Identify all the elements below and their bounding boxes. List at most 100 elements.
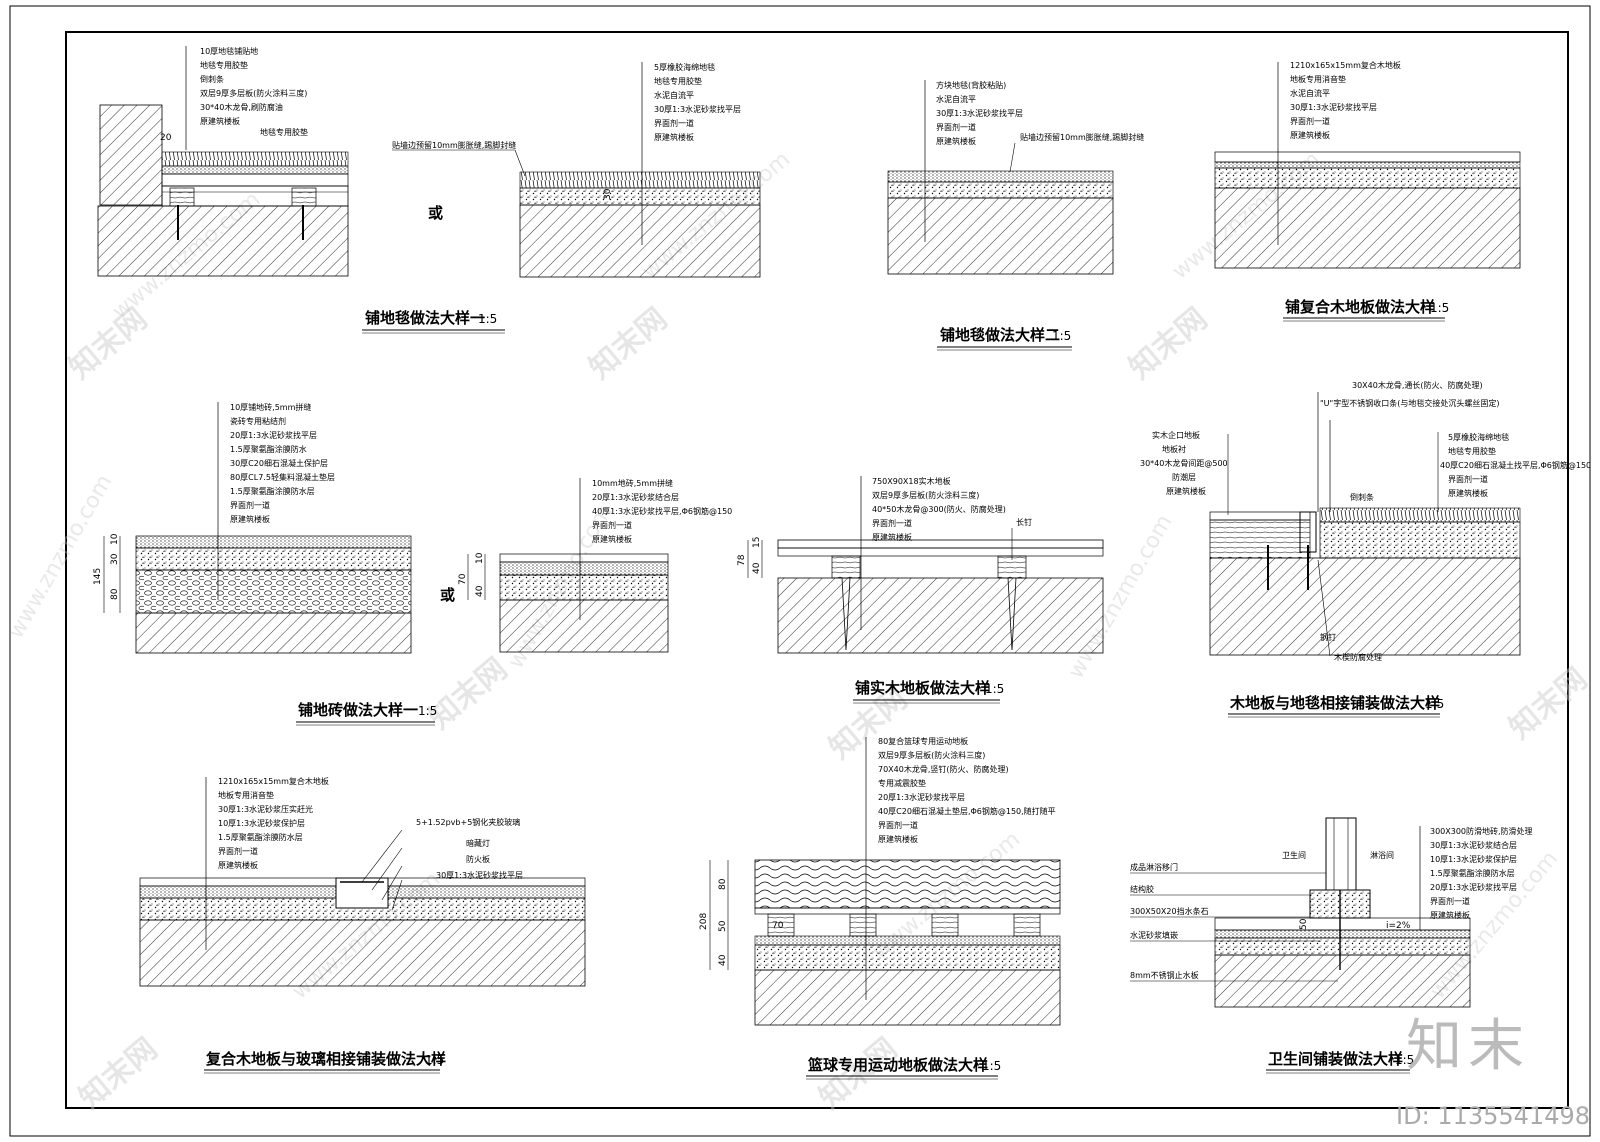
tile-carpet <box>887 170 1114 183</box>
dim: 15 <box>752 537 762 548</box>
note: 70X40木龙骨,竖钉(防火、防腐处理) <box>878 764 1009 774</box>
note: 原建筑楼板 <box>1290 130 1330 140</box>
dim: 10 <box>110 533 120 545</box>
door-frame <box>1325 817 1357 891</box>
note: 长钉 <box>1016 517 1032 527</box>
note: 防潮层 <box>1172 472 1196 482</box>
bed <box>499 561 669 576</box>
note: 界面剂一道 <box>1290 116 1330 126</box>
carpet <box>1319 507 1521 523</box>
sleeper <box>767 913 795 937</box>
note: 钢钉 <box>1320 632 1336 642</box>
note: 地毯专用胶垫 <box>1448 446 1496 456</box>
note: 瓷砖专用粘结剂 <box>230 416 286 426</box>
detail-title: 铺地毯做法大样一 <box>365 309 485 327</box>
slab-hatch <box>135 612 412 654</box>
note: 专用减震胶垫 <box>878 778 926 788</box>
note: 原建筑楼板 <box>1430 910 1470 920</box>
detail-floor-tile-2: 10mm地砖,5mm拼缝 20厚1:3水泥砂浆结合层 40厚1:3水泥砂浆找平层… <box>458 478 732 653</box>
slab-hatch <box>887 197 1114 275</box>
watermark-cn: 知末网 <box>423 651 514 736</box>
sleeper <box>931 913 959 937</box>
note: 双层9厚多层板(防火涂料三度) <box>878 750 985 760</box>
dim: 70 <box>772 921 784 931</box>
detail-basketball-floor: 80复合篮球专用运动地板 双层9厚多层板(防火涂料三度) 70X40木龙骨,竖钉… <box>699 736 1061 1080</box>
carpet-layer <box>161 151 349 167</box>
waterproof <box>1214 929 1471 939</box>
detail-laminate-glass: 1210x165x15mm复合木地板 地板专用消音垫 30厚1:3水泥砂浆压实赶… <box>139 776 586 1074</box>
slab-hatch <box>499 599 669 653</box>
slab-hatch <box>97 205 349 277</box>
note: 界面剂一道 <box>872 518 912 528</box>
note: 双层9厚多层板(防火涂料三度) <box>872 490 979 500</box>
note: 30厚C20细石混凝土保护层 <box>230 458 328 468</box>
callouts: 10厚地毯铺贴地 地毯专用胶垫 倒刺条 双层9厚多层板(防火涂料三度) 30*4… <box>160 46 308 143</box>
note: 30厚1:3水泥砂浆找平层 <box>1290 102 1377 112</box>
note: 1.5厚聚氨酯涂膜防水层 <box>1430 868 1515 878</box>
note: 20厚1:3水泥砂浆结合层 <box>592 492 679 502</box>
note: 成品淋浴移门 <box>1130 862 1178 872</box>
note: 原建筑楼板 <box>872 532 912 542</box>
note: 5+1.52pvb+5钢化夹胶玻璃 <box>416 817 520 827</box>
note: 80厚CL7.5轻集料混凝土垫层 <box>230 472 335 482</box>
batten <box>169 187 195 207</box>
slab-hatch <box>777 577 1104 654</box>
note: 界面剂一道 <box>1430 896 1470 906</box>
dim: 40 <box>718 954 728 966</box>
detail-scale: 1:5 <box>1395 1053 1414 1067</box>
note: 方块地毯(背胶粘贴) <box>936 80 1006 90</box>
note: 原建筑楼板 <box>1448 488 1488 498</box>
note: 倒刺条 <box>200 74 224 84</box>
wood-floor <box>1209 511 1311 521</box>
watermark-cn: 知末网 <box>63 301 154 386</box>
carpet <box>519 171 761 189</box>
note: 倒刺条 <box>1350 492 1374 502</box>
detail-laminate: 1210x165x15mm复合木地板 地板专用消音垫 水泥自流平 30厚1:3水… <box>1214 60 1521 322</box>
wood-floor <box>777 539 1104 549</box>
note: 结构胶 <box>1130 884 1154 894</box>
note: 80复合篮球专用运动地板 <box>878 736 968 746</box>
dim: 10 <box>475 552 485 564</box>
detail-solid-wood: 750X90X18实木地板 双层9厚多层板(防火涂料三度) 40*50木龙骨@3… <box>737 476 1104 704</box>
laminate-board <box>1214 151 1521 163</box>
note: 30*40木龙骨间距@500 <box>1140 458 1228 468</box>
note: 实木企口地板 <box>1152 430 1200 440</box>
detail-floor-tile-1: 10厚铺地砖,5mm拼缝 瓷砖专用粘结剂 20厚1:3水泥砂浆找平层 1.5厚聚… <box>93 402 437 726</box>
dim: 30 <box>603 188 613 200</box>
anchor <box>1007 577 1017 651</box>
note: 界面剂一道 <box>218 846 258 856</box>
note: 20厚1:3水泥砂浆找平层 <box>1430 882 1517 892</box>
or-label: 或 <box>440 586 455 604</box>
screed <box>135 547 412 571</box>
watermark-cn: 知末网 <box>583 301 674 386</box>
slab-hatch <box>1209 557 1521 656</box>
screed <box>499 574 669 601</box>
dim: 40 <box>752 562 762 574</box>
note: 界面剂一道 <box>936 122 976 132</box>
dim: 40 <box>475 585 485 597</box>
note: 300X50X20挡水条石 <box>1130 906 1209 916</box>
detail-scale: 1:5 <box>1425 697 1444 711</box>
note: 原建筑楼板 <box>936 136 976 146</box>
dim: 145 <box>93 568 103 585</box>
note: 水泥自流平 <box>654 90 694 100</box>
detail-scale: 1:5 <box>425 1053 444 1067</box>
note: 20厚1:3水泥砂浆找平层 <box>878 792 965 802</box>
slab-hatch <box>1214 187 1521 269</box>
detail-title: 铺复合木地板做法大样 <box>1285 298 1435 316</box>
note: 界面剂一道 <box>654 118 694 128</box>
note: 40厚C20细石混凝土找平层,Φ6钢筋@150 <box>1440 460 1591 470</box>
detail-title: 铺实木地板做法大样 <box>855 679 990 697</box>
note: 30X40木龙骨,通长(防火、防腐处理) <box>1352 380 1483 390</box>
note: 地板衬 <box>1162 444 1186 454</box>
note: 贴墙边预留10mm膨胀缝,踢脚封缝 <box>392 140 516 150</box>
note: 1.5厚聚氨酯涂膜防水层 <box>218 832 303 842</box>
note: 原建筑楼板 <box>878 834 918 844</box>
note: 30厚1:3水泥砂浆压实赶光 <box>218 804 313 814</box>
note: 5厚橡胶海绵地毯 <box>1448 432 1509 442</box>
note: 双层9厚多层板(防火涂料三度) <box>200 88 307 98</box>
note: 20厚1:3水泥砂浆找平层 <box>230 430 317 440</box>
note: 1210x165x15mm复合木地板 <box>218 776 329 786</box>
note: 40*50木龙骨@300(防火、防腐处理) <box>872 504 1006 514</box>
